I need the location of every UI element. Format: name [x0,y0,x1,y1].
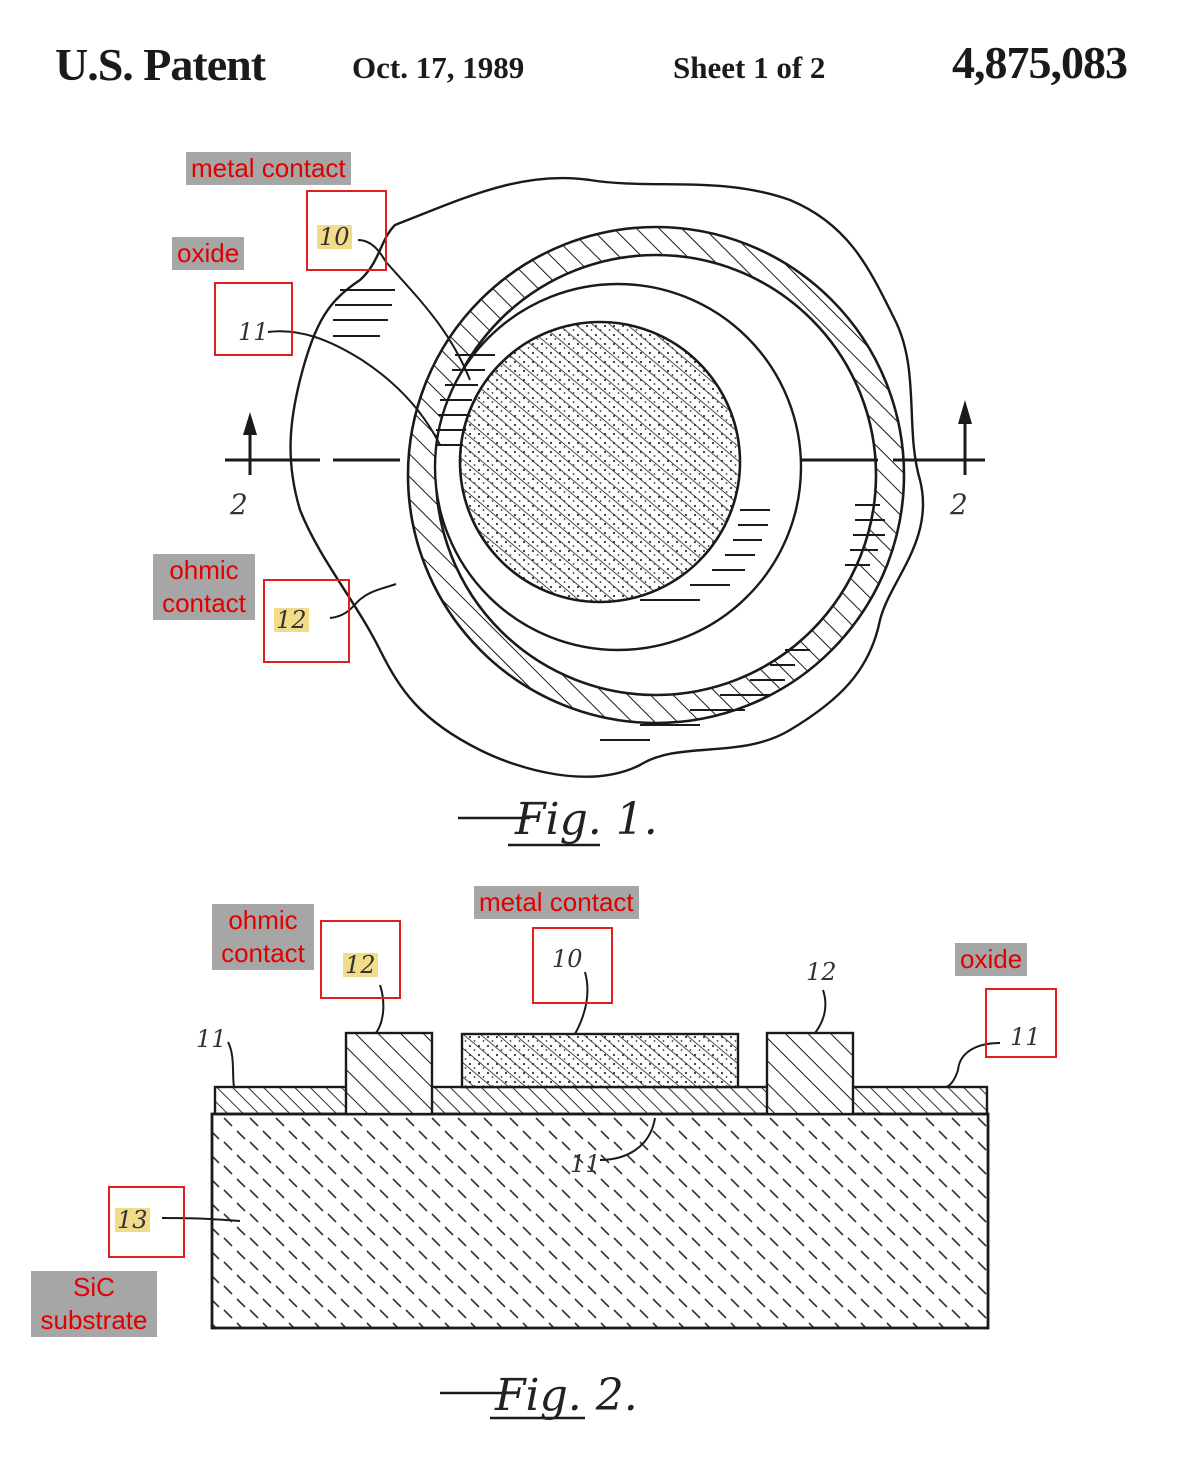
fig2-caption: Fig. 2. [495,1370,638,1421]
fig2-ref-box-ohmic-left [320,920,401,999]
fig1-section-mark-right: 2 [950,488,968,521]
fig1-drawing [225,176,985,778]
fig1-ring-outer [406,225,906,725]
fig1-caption-dash [458,816,600,847]
fig2-ref-oxide-right: 11 [1010,1023,1041,1051]
patent-number: 4,875,083 [952,37,1128,88]
fig1-metal-core [458,320,742,604]
fig1-metal-core-hatch [460,322,740,602]
fig1-ref-ohmic-contact: 12 [274,606,309,634]
fig2-ref-oxide-center: 11 [570,1150,601,1178]
fig1-ref-box-metal-contact [306,190,387,271]
fig1-label-metal-contact: metal contact [186,152,351,185]
fig2-label-ohmic-contact: ohmic contact [212,904,314,970]
fig2-ref-box-oxide-right [985,988,1057,1058]
fig1-section-arrow-right [958,400,972,424]
fig1-caption: Fig. 1. [515,794,658,845]
fig1-label-ohmic-contact: ohmic contact [153,554,255,620]
patent-date: Oct. 17, 1989 [352,50,525,85]
fig1-section-arrow-left [243,412,257,435]
sheet-number: Sheet 1 of 2 [673,50,826,85]
fig2-leaders [161,971,1001,1222]
fig2-ref-box-substrate [108,1186,185,1258]
fig1-shading-ticks [333,289,885,741]
fig2-caption-dash [440,1391,585,1420]
fig2-metal-contact [460,1032,740,1089]
fig2-ohmic-left [344,1031,434,1116]
fig2-label-substrate: SiC substrate [31,1271,157,1337]
fig2-ref-box-metal-contact [532,927,613,1004]
fig1-label-oxide: oxide [172,237,245,270]
patent-office-title: U.S. Patent [55,39,266,90]
fig2-ref-oxide-left: 11 [196,1025,227,1053]
fig2-ref-ohmic-left: 12 [343,951,378,979]
fig2-ohmic-right [765,1031,855,1116]
fig2-ref-substrate: 13 [115,1206,150,1234]
fig2-substrate [210,1112,990,1330]
fig2-drawing [161,971,1001,1330]
fig2-ref-ohmic-right: 12 [806,958,837,986]
fig1-oxide-boundary [289,176,925,778]
fig1-ref-oxide: 11 [238,318,269,346]
fig1-ref-box-oxide [214,282,293,356]
fig2-oxide-layer [213,1085,989,1116]
fig2-ref-metal-contact: 10 [552,945,583,973]
fig2-label-metal-contact: metal contact [474,886,639,919]
fig1-leaders [267,239,471,619]
fig1-gap-ring [433,282,803,652]
fig1-ref-metal-contact: 10 [317,223,352,251]
fig2-label-oxide: oxide [955,943,1028,976]
fig1-ref-box-ohmic-contact [263,579,350,663]
fig1-section-mark-left: 2 [230,488,248,521]
